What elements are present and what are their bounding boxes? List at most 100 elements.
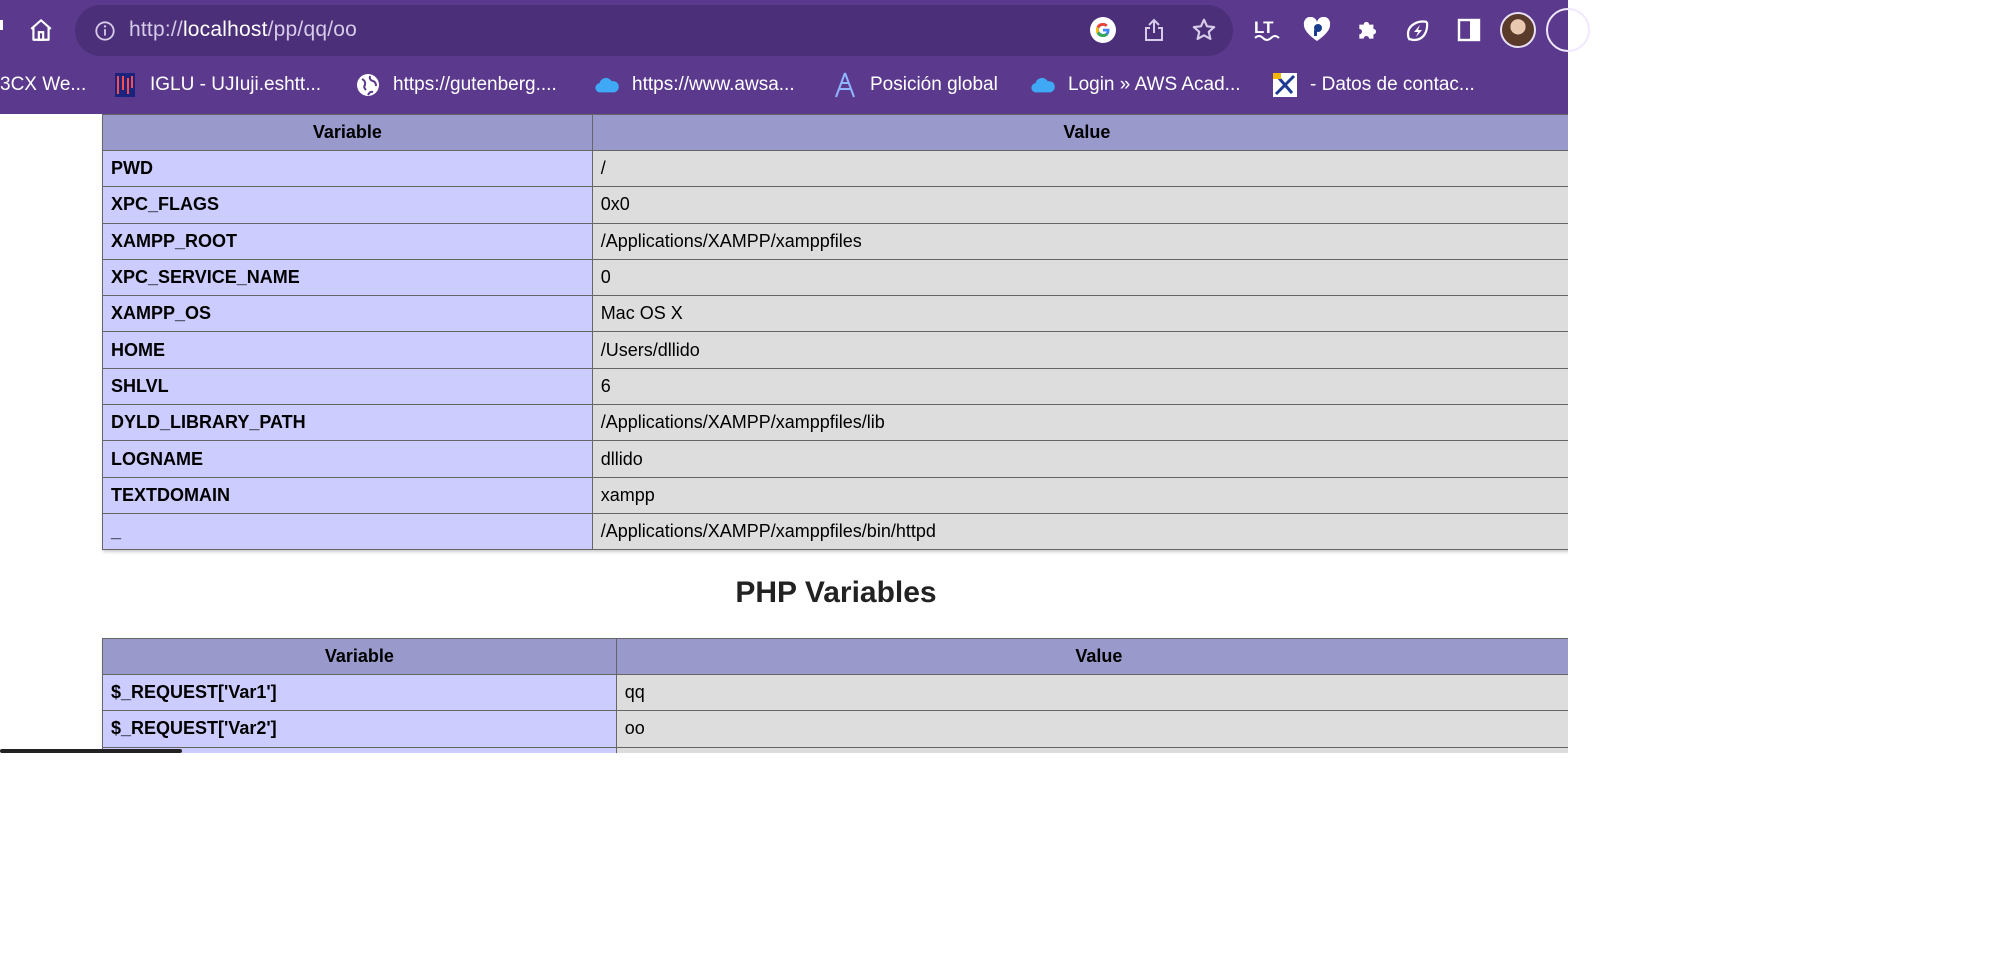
languagetool-icon: LT [1254, 18, 1280, 41]
heart-key-icon [1303, 17, 1331, 41]
bookmark-label: IGLU - UJIuji.eshtt... [150, 74, 322, 95]
table-row: $_REQUEST['Var2']oo [102, 710, 1568, 748]
variable-value: /Users/dllido [591, 331, 1568, 369]
variable-value: /Applications/XAMPP/xamppfiles/bin/httpd [591, 512, 1568, 551]
variable-name: XAMPP_OS [102, 295, 593, 333]
iglu-icon [112, 72, 138, 98]
table-row: $_REQUEST['Var1']qq [102, 673, 1568, 712]
variable-value: 6 [591, 367, 1568, 406]
bookmark-awsa[interactable]: https://www.awsa... [594, 62, 795, 108]
datos-icon [1272, 72, 1298, 98]
column-header: Value [615, 638, 1568, 675]
bookmark-label: Posición global [870, 74, 998, 95]
bookmark-aws-academy[interactable]: Login » AWS Acad... [1030, 62, 1241, 108]
variable-name: $_REQUEST['Var1'] [102, 673, 617, 712]
extensions-button[interactable] [1353, 15, 1383, 45]
url-text[interactable]: http://localhost/pp/qq/oo [129, 18, 357, 42]
table-row: _/Applications/XAMPP/xamppfiles/bin/http… [102, 512, 1568, 551]
url-path: /pp/qq/oo [267, 18, 358, 41]
variable-name: LOGNAME [102, 440, 593, 478]
puzzle-icon [1359, 21, 1377, 39]
column-header: Value [591, 114, 1568, 151]
bolt-leaf-icon [1406, 20, 1429, 42]
google-icon [1090, 17, 1116, 43]
variable-name: TEXTDOMAIN [102, 476, 593, 514]
bookmark-datos-contacto[interactable]: - Datos de contac... [1272, 62, 1475, 108]
table-row: PWD/ [102, 149, 1568, 188]
variable-value: xampp [591, 476, 1568, 514]
star-icon [1192, 18, 1216, 41]
variable-value: qq [615, 673, 1568, 712]
languagetool-extension[interactable]: LT [1252, 15, 1284, 45]
share-button[interactable] [1141, 17, 1167, 43]
bookmark-star-button[interactable] [1190, 16, 1218, 44]
tab-edge [0, 20, 3, 30]
variable-name: XPC_FLAGS [102, 186, 593, 224]
bookmark-label: 3CX We... [0, 74, 87, 95]
variable-value: 0 [591, 258, 1568, 297]
home-button[interactable] [25, 14, 57, 46]
cloud-icon [1030, 72, 1056, 98]
variable-value: Mac OS X [591, 295, 1568, 333]
variable-value: / [591, 149, 1568, 188]
variable-value: /Applications/XAMPP/xamppfiles [591, 222, 1568, 260]
bookmark-posicion-global[interactable]: Posición global [832, 62, 998, 108]
variable-name: PWD [102, 149, 593, 188]
variable-value: dllido [591, 440, 1568, 478]
bookmark-label: - Datos de contac... [1310, 74, 1475, 95]
variable-name: $_REQUEST['Var2'] [102, 710, 617, 748]
bookmark-label: https://gutenberg.... [393, 74, 557, 95]
cloud-icon [594, 72, 620, 98]
url-scheme: http:// [129, 18, 183, 41]
table-header-row: Variable Value [102, 114, 1568, 151]
profile-avatar[interactable] [1500, 12, 1536, 48]
variable-value: /Applications/XAMPP/xamppfiles/lib [591, 404, 1568, 442]
section-title: PHP Variables [735, 576, 937, 609]
table-row: HOME/Users/dllido [102, 331, 1568, 369]
table-row [102, 746, 1568, 753]
posicion-icon [832, 72, 858, 98]
table-row: DYLD_LIBRARY_PATH/Applications/XAMPP/xam… [102, 404, 1568, 442]
side-panel-icon [1457, 18, 1481, 42]
home-icon [30, 19, 52, 41]
table-header-row: Variable Value [102, 638, 1568, 675]
performance-extension[interactable] [1402, 15, 1434, 47]
side-panel-button[interactable] [1455, 16, 1483, 44]
bookmark-3cx[interactable]: 3CX We... [0, 62, 86, 108]
globe-icon [355, 72, 381, 98]
column-header: Variable [102, 638, 617, 675]
variable-name: _ [102, 512, 593, 551]
address-bar[interactable]: http://localhost/pp/qq/oo [75, 5, 1233, 56]
variable-name: SHLVL [102, 367, 593, 406]
bookmark-iglu[interactable]: IGLU - UJIuji.eshtt... [112, 62, 321, 108]
table-row: XAMPP_ROOT/Applications/XAMPP/xamppfiles [102, 222, 1568, 260]
variable-name: XAMPP_ROOT [102, 222, 593, 260]
bookmark-gutenberg[interactable]: https://gutenberg.... [355, 62, 557, 108]
scrollbar[interactable] [0, 749, 182, 753]
browser-chrome: http://localhost/pp/qq/oo LT [0, 0, 1590, 114]
variable-name: HOME [102, 331, 593, 369]
url-host: localhost [182, 18, 268, 41]
google-lens-button[interactable] [1089, 16, 1117, 44]
svg-text:LT: LT [1254, 18, 1274, 37]
variable-value: 0x0 [591, 186, 1568, 224]
variable-name: XPC_SERVICE_NAME [102, 258, 593, 297]
column-header: Variable [102, 114, 593, 151]
variable-value: oo [615, 710, 1568, 748]
profile-ring-icon[interactable] [1546, 8, 1590, 52]
password-manager-extension[interactable] [1302, 15, 1332, 45]
php-variables-table: Variable Value $_REQUEST['Var1']qq $_REQ… [102, 638, 1568, 753]
site-info-icon[interactable] [93, 19, 117, 43]
variable-value [615, 746, 1568, 753]
share-icon [1145, 18, 1163, 41]
bookmark-label: https://www.awsa... [632, 74, 795, 95]
variable-name: DYLD_LIBRARY_PATH [102, 404, 593, 442]
